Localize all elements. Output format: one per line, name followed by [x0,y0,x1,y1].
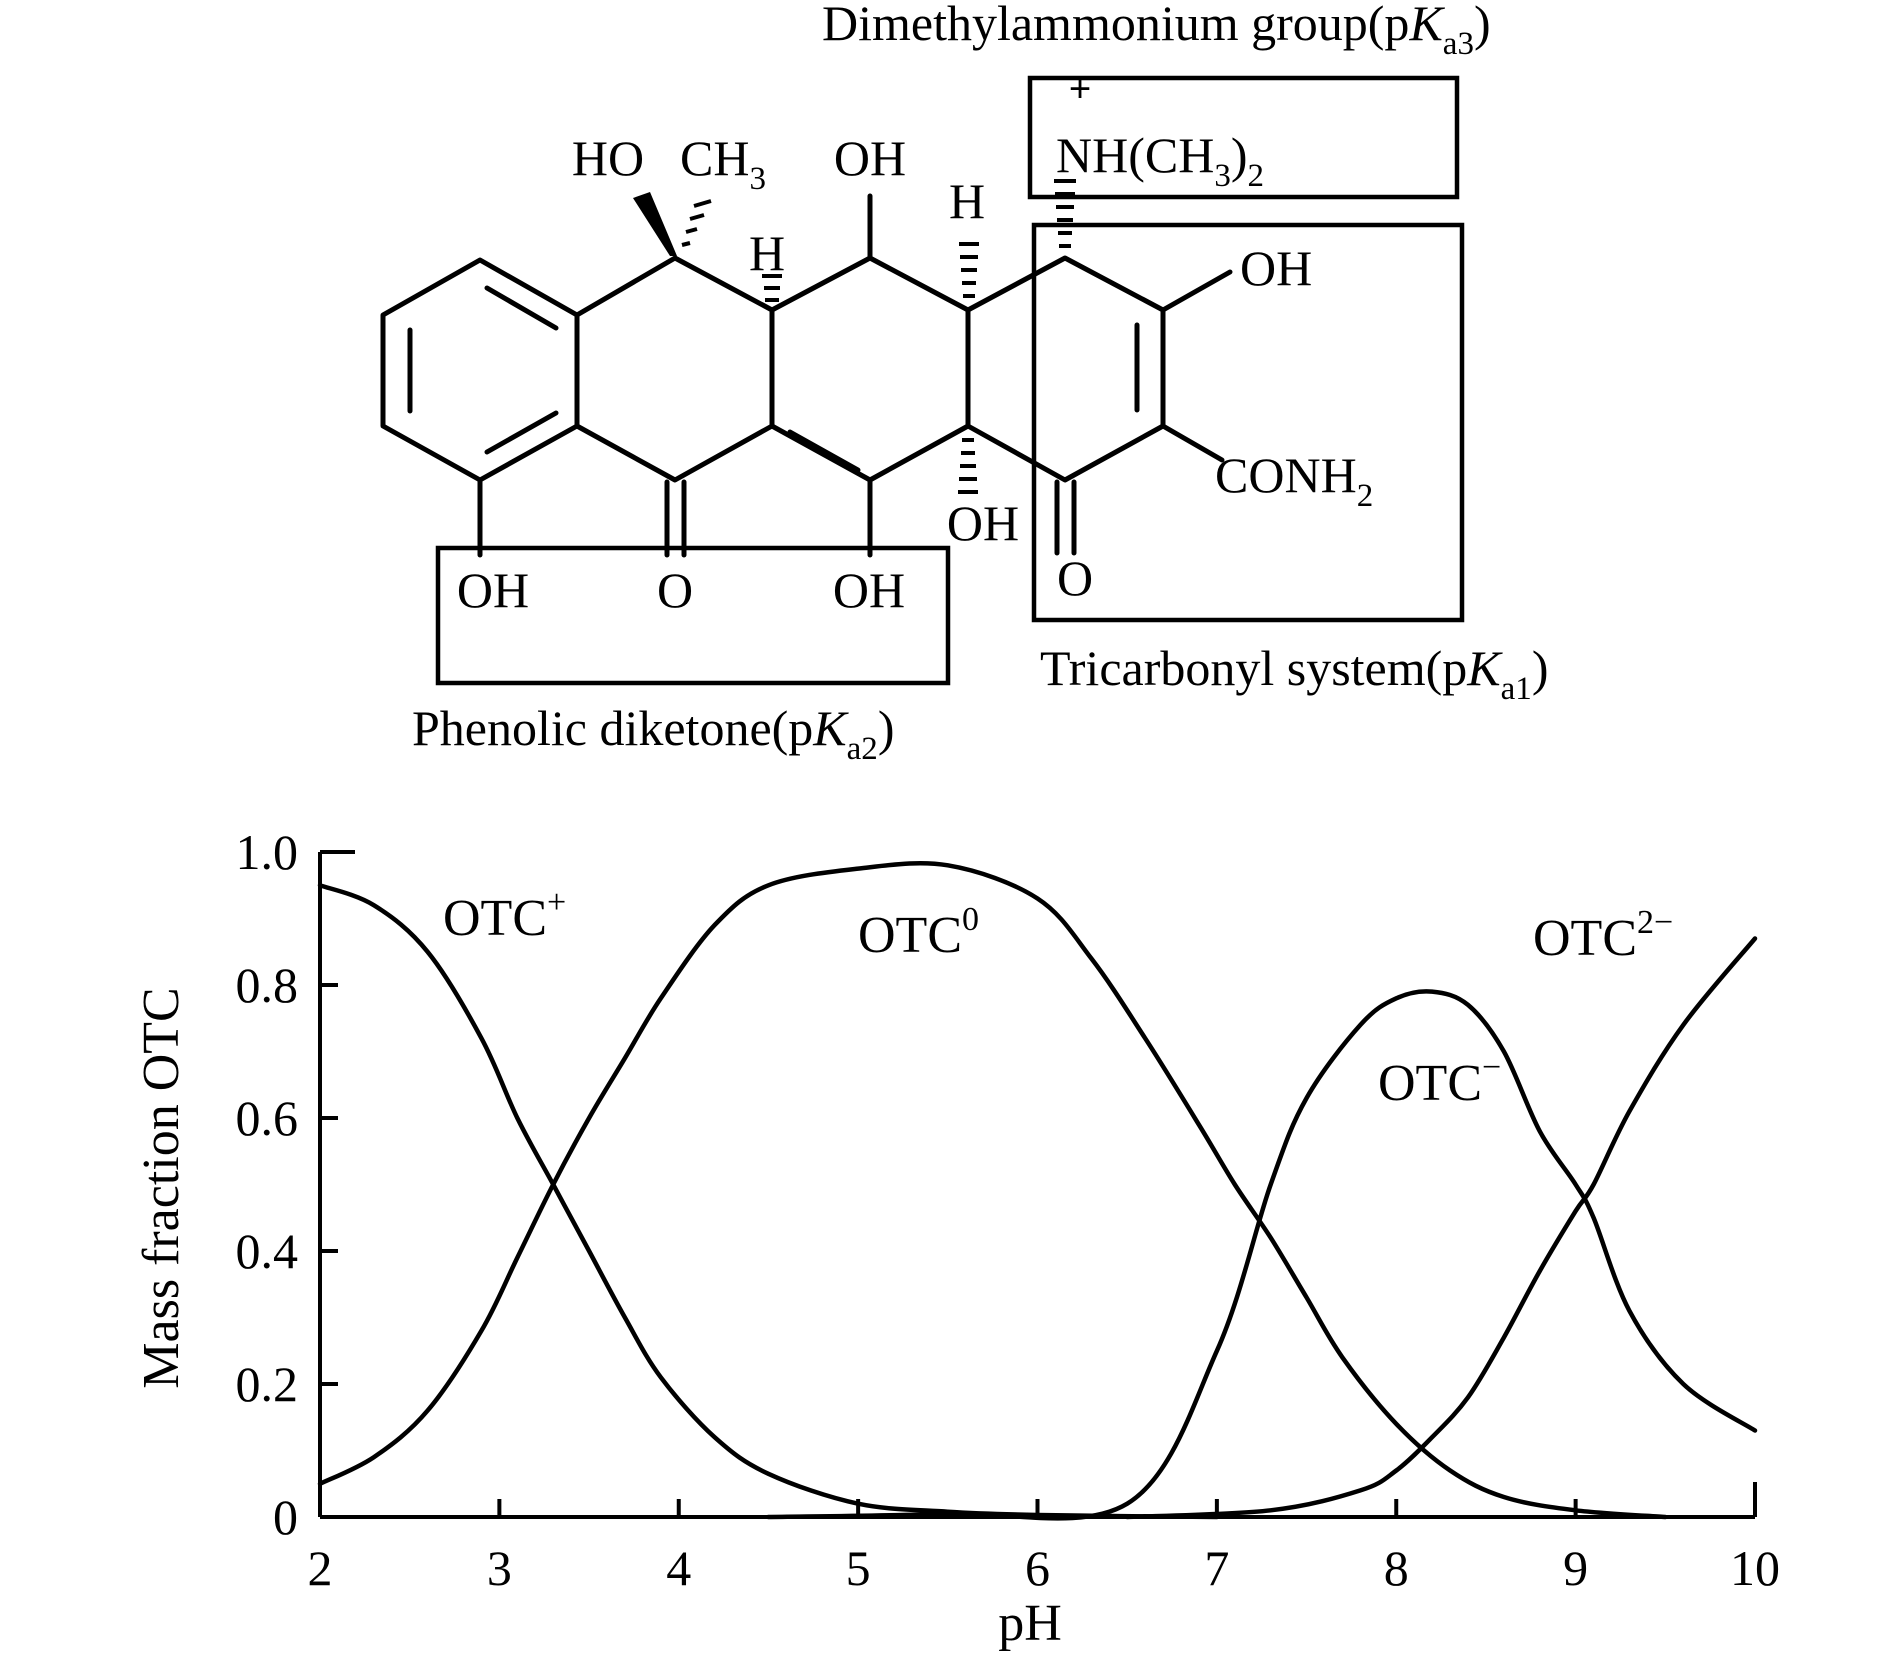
x-tick-label: 6 [1025,1540,1050,1596]
y-tick-label: 0.4 [236,1223,299,1279]
bond-oh-ring [1160,269,1233,313]
atom-oh-bottom-left: OH [457,562,529,618]
x-tick-label: 8 [1384,1540,1409,1596]
ring-c-bonds [769,255,971,483]
label-phenolic-diketone: Phenolic diketone(pKa2) [412,700,894,767]
y-tick-label: 0.6 [236,1090,299,1146]
x-axis-label: pH [998,1595,1062,1652]
x-tick-label: 2 [308,1540,333,1596]
bond-conh2 [1160,423,1225,463]
x-tick-label: 3 [487,1540,512,1596]
ring-d-bonds [965,255,1166,483]
curve-otc-minus [766,989,1758,1521]
box-tricarbonyl [1031,222,1465,623]
label-dimethylammonium-group: Dimethylammonium group(pKa3) [822,0,1491,62]
box-phenolic-diketone [435,545,951,686]
y-axis-label: Mass fraction OTC [133,987,190,1388]
y-tick-label: 0 [273,1489,298,1545]
label-otc-minus: OTC− [1378,1049,1501,1112]
curve-otc-2minus [1124,936,1758,1520]
ring-b-bonds [574,255,775,483]
curve-otc-neutral [317,860,1668,1520]
label-tricarbonyl-system: Tricarbonyl system(pKa1) [1040,640,1548,707]
atom-nme2: NH(CH3)2 [1056,127,1264,194]
atom-h-left: H [749,225,785,281]
x-tick-label: 5 [846,1540,871,1596]
y-tick-labels: 0 0.2 0.4 0.6 0.8 1.0 [236,824,338,1545]
x-tick-label: 10 [1730,1540,1780,1596]
species-curves [317,860,1758,1521]
y-tick-label: 0.8 [236,957,299,1013]
x-tick-label: 9 [1563,1540,1588,1596]
ring-a-double-2 [484,285,559,331]
atom-conh2: CONH2 [1215,447,1373,514]
atom-oh-ring: OH [1240,240,1312,296]
atom-oh-mid: OH [947,495,1019,551]
atom-ch3: CH3 [680,130,766,197]
wedge-bond-ho [633,192,677,256]
y-tick-label: 0.2 [236,1356,299,1412]
box-dimethylammonium [1027,75,1460,200]
atom-o-right: O [1057,550,1093,606]
x-tick-label: 7 [1204,1540,1229,1596]
curve-otc-plus [317,883,1220,1520]
y-tick-label: 1.0 [236,824,299,880]
label-otc-plus: OTC+ [443,884,566,947]
charge-plus-sign: + [1069,66,1092,111]
atom-h-right: H [949,173,985,229]
ring-a-double-3 [484,410,559,455]
x-tick-label: 4 [666,1540,691,1596]
label-otc-2minus: OTC2− [1533,904,1673,967]
atom-oh-top: OH [834,130,906,186]
speciation-chart: 2 3 4 5 6 7 8 9 10 0 0.2 0.4 0.6 0.8 1.0 OTC+ OTC0OTC−… [133,824,1780,1652]
label-otc-neutral: OTC0 [858,901,979,964]
atom-oh-bottom-right: OH [833,562,905,618]
atom-o-bottom-center: O [657,562,693,618]
molecule-structure: + HO CH3 OH H H NH(CH3)2 OH CONH2 OH O O… [380,0,1548,767]
atom-ho: HO [572,130,644,186]
hashed-bonds [681,179,1076,494]
ring-c-double [787,429,861,473]
x-tick-labels: 2 3 4 5 6 7 8 9 10 [308,1499,1780,1596]
